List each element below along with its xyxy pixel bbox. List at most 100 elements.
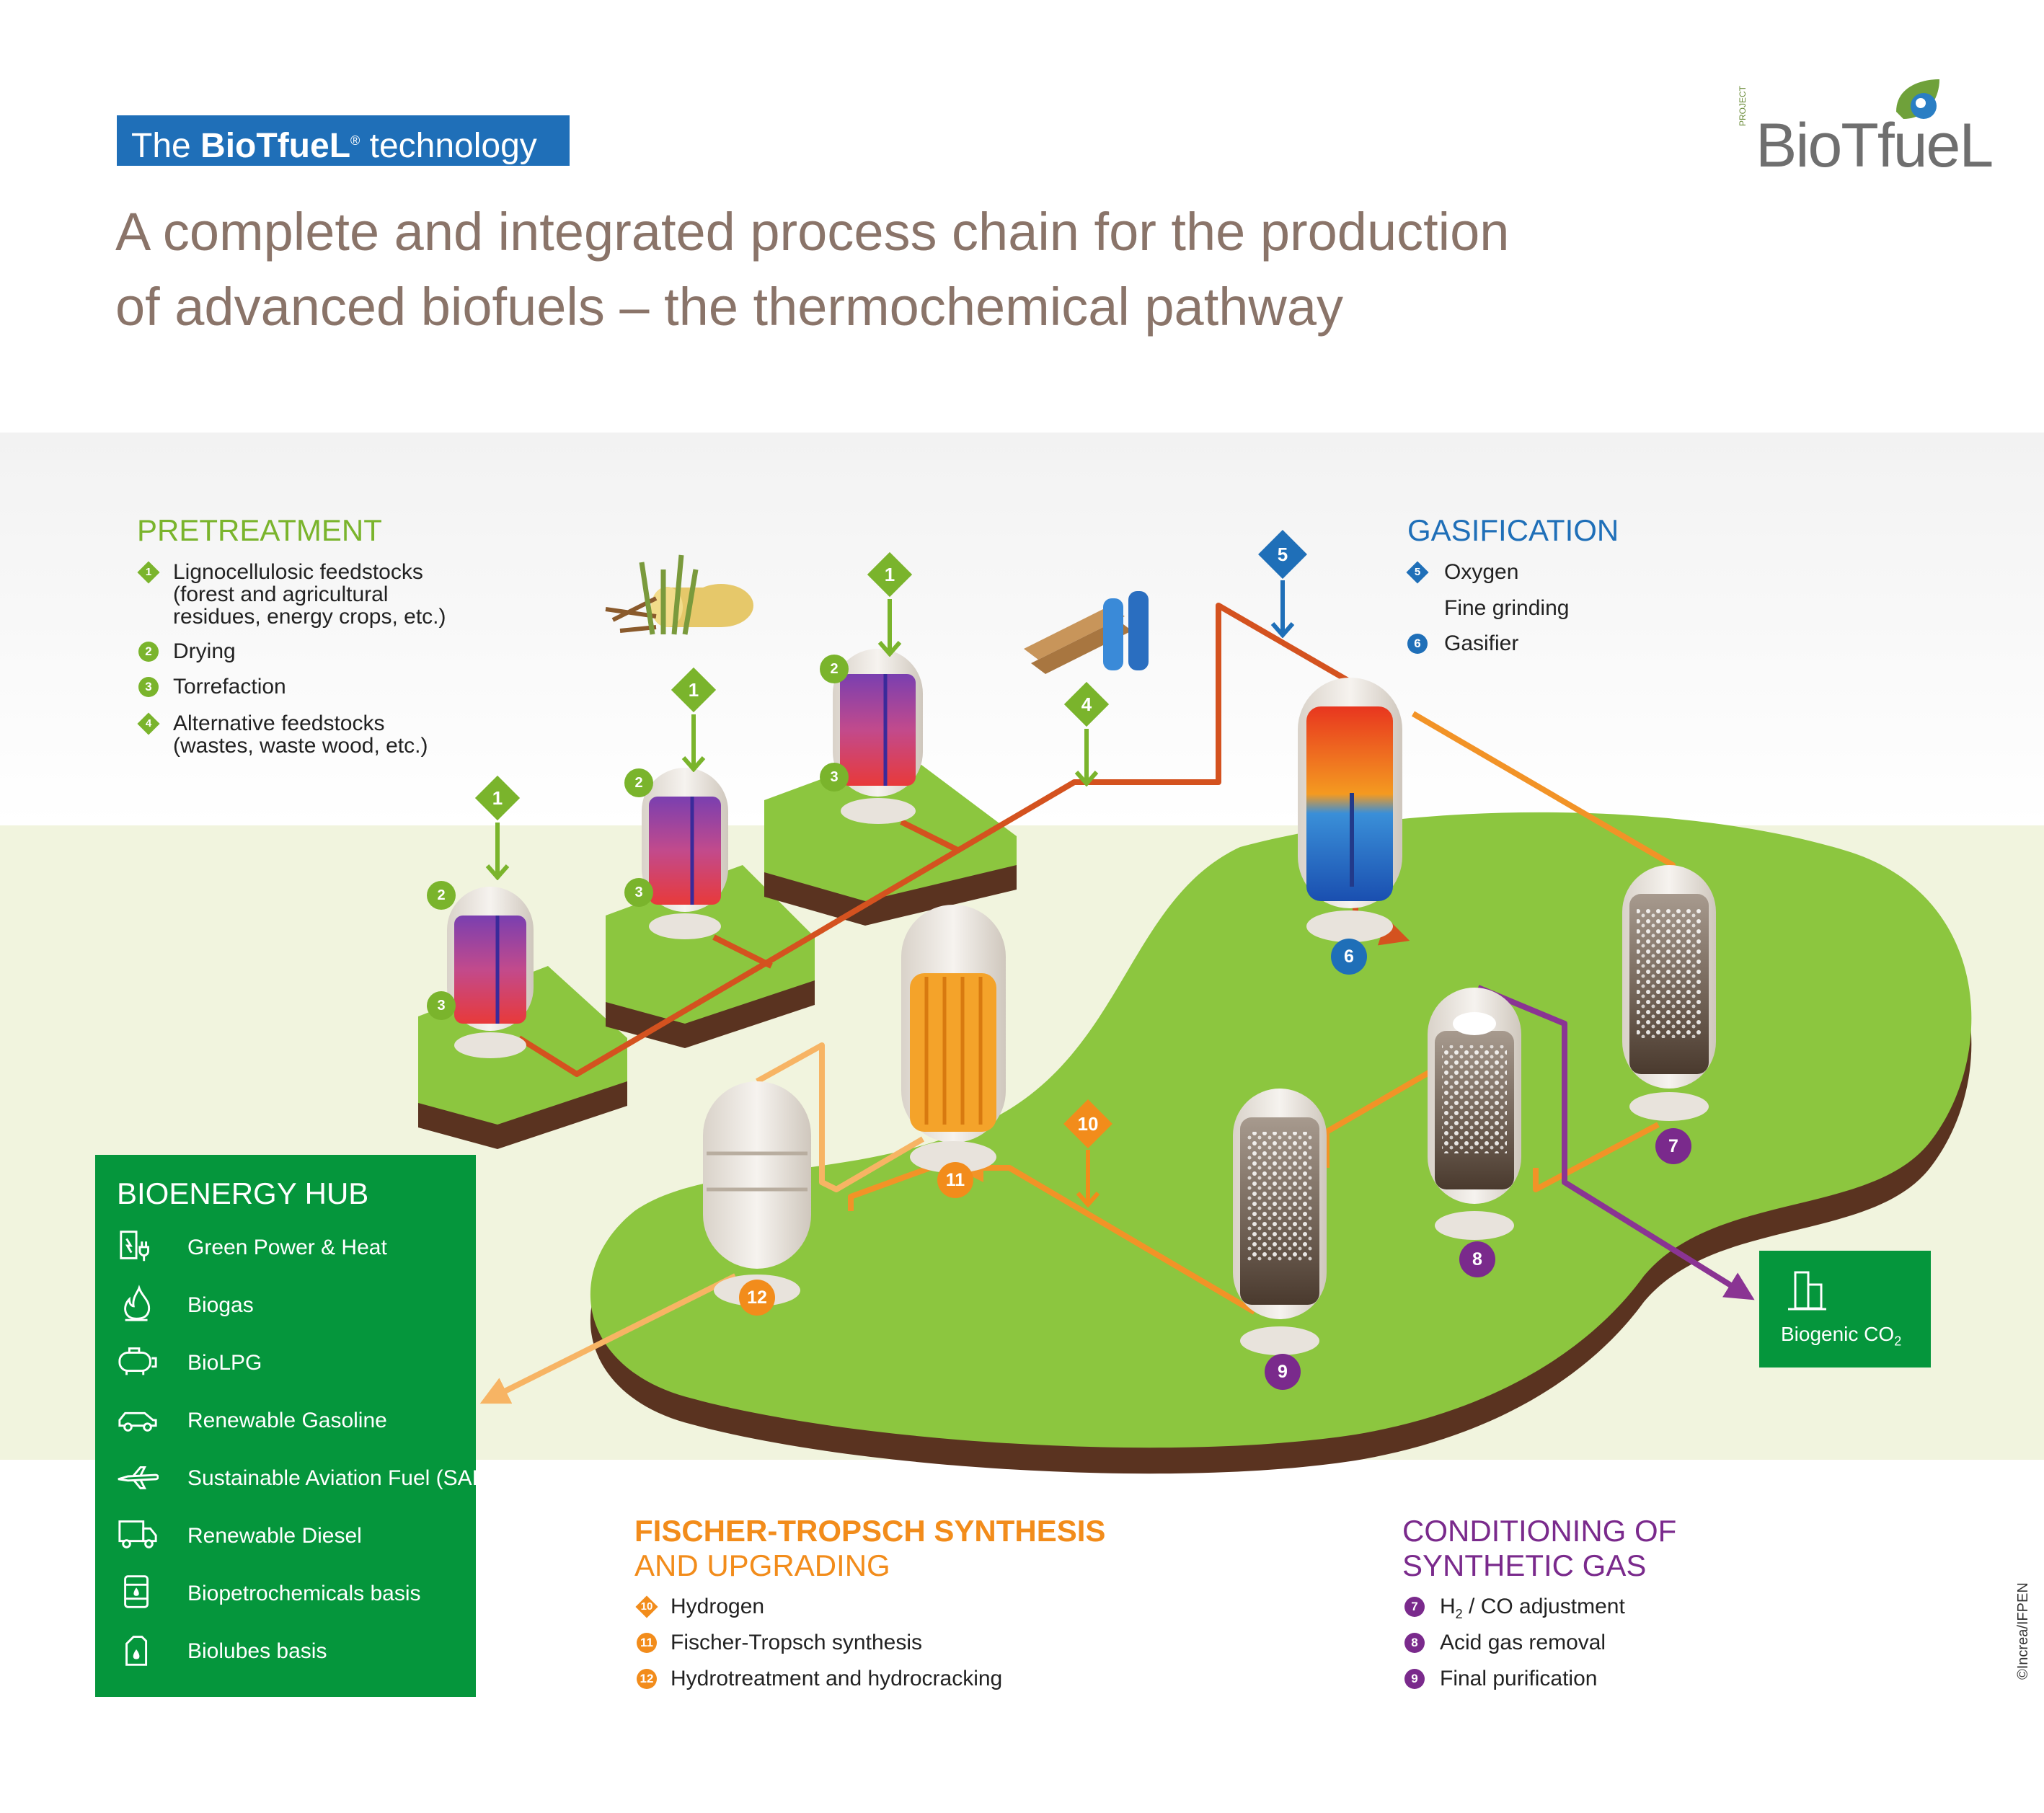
legend-marker-1: 1 (137, 561, 160, 584)
legend-marker-12: 12 (637, 1669, 657, 1689)
diagram-marker-12: 12 (739, 1280, 775, 1316)
diagram-marker-6: 6 (1331, 939, 1367, 975)
gasification-item: Oxygen (1444, 560, 1519, 584)
hub-item-label: Renewable Gasoline (187, 1409, 387, 1432)
conditioning-item: Final purification (1440, 1667, 1597, 1690)
down-arrow-icon (1270, 580, 1295, 638)
ft-title-line-2: AND UPGRADING (634, 1548, 890, 1582)
hub-item-label: Renewable Diesel (187, 1524, 362, 1548)
oil-can-icon (125, 1636, 148, 1666)
fischer-tropsch-title: FISCHER-TROPSCH SYNTHESIS AND UPGRADING (634, 1514, 1105, 1583)
logo-project-label: PROJECT (1738, 85, 1748, 126)
hub-item-label: Biogas (187, 1293, 254, 1317)
co2-label-text: Biogenic CO (1781, 1323, 1895, 1345)
hub-title: BIOENERGY HUB (117, 1176, 369, 1210)
fischer-tropsch-item: Hydrotreatment and hydrocracking (671, 1667, 1003, 1690)
legend-marker-number: 1 (145, 566, 152, 578)
legend-marker-4: 4 (137, 712, 160, 735)
acid-gas-reactor-8 (1428, 988, 1521, 1240)
pretreatment-item-line: Torrefaction (173, 675, 286, 699)
diagram-marker-2: 2 (624, 768, 653, 797)
title-line-2: of advanced biofuels – the thermochemica… (115, 277, 1344, 337)
diagram-marker-2: 2 (820, 655, 849, 683)
gasification-title: GASIFICATION (1407, 513, 1619, 547)
diagram-marker-1: 1 (474, 775, 521, 821)
conditioning-item: Acid gas removal (1440, 1631, 1606, 1654)
down-arrow-icon (1074, 729, 1099, 786)
flame-icon (124, 1285, 151, 1321)
legend-marker-8: 8 (1404, 1633, 1425, 1653)
conditioning-item-text: Acid gas removal (1440, 1631, 1606, 1654)
diagram-marker-2: 2 (427, 881, 456, 910)
hub-item: Biolubes basis (117, 1631, 463, 1674)
diagram-marker-number: 1 (688, 679, 699, 701)
sky-band (0, 433, 2044, 825)
pretreatment-reactor-2 (642, 768, 728, 939)
gasification-item: Fine grinding (1444, 596, 1570, 620)
pretreatment-item-line: (wastes, waste wood, etc.) (173, 734, 428, 758)
diagram-marker-number: 1 (492, 787, 503, 809)
conditioning-title: CONDITIONING OF SYNTHETIC GAS (1402, 1514, 1676, 1583)
legend-marker-6: 6 (1407, 634, 1428, 654)
legend-marker-number: 4 (145, 717, 152, 730)
hub-item: Biopetrochemicals basis (117, 1573, 463, 1616)
diagram-marker-9: 9 (1265, 1354, 1301, 1390)
pretreatment-item: Torrefaction (173, 675, 286, 698)
legend-marker-11: 11 (637, 1633, 657, 1653)
hub-item: Sustainable Aviation Fuel (SAF) (117, 1458, 492, 1501)
diagram-marker-1: 1 (671, 667, 717, 713)
truck-icon (118, 1520, 157, 1548)
hub-item: BioLPG (117, 1342, 463, 1386)
hub-item-label: Sustainable Aviation Fuel (SAF) (187, 1466, 493, 1490)
image-credit: ©Increa/IFPEN (2015, 1582, 2031, 1680)
page-title: A complete and integrated process chain … (115, 195, 1774, 345)
co2-subscript: 2 (1894, 1334, 1902, 1349)
pretreatment-reactor-1 (447, 887, 534, 1058)
hub-item: Renewable Diesel (117, 1515, 463, 1559)
biogenic-co2-box: Biogenic CO2 (1759, 1251, 1931, 1367)
legend-marker-9: 9 (1404, 1669, 1425, 1689)
diagram-marker-3: 3 (820, 763, 849, 792)
purification-reactor-9 (1233, 1089, 1327, 1355)
pretreatment-item-line: Drying (173, 639, 236, 663)
biotfuel-logo: PROJECT BioTfueL (1738, 76, 1997, 191)
hub-item-label: Biopetrochemicals basis (187, 1582, 421, 1605)
legend-marker-7: 7 (1404, 1597, 1425, 1617)
fischer-tropsch-item: Fischer-Tropsch synthesis (671, 1631, 922, 1654)
legend-marker-3: 3 (138, 677, 159, 697)
pretreatment-item-line: residues, energy crops, etc.) (173, 605, 446, 629)
diagram-marker-11: 11 (937, 1162, 973, 1198)
hub-item-label: Green Power & Heat (187, 1236, 387, 1259)
down-arrow-icon (1076, 1150, 1100, 1207)
hub-item-label: BioLPG (187, 1351, 262, 1375)
tag-registered-mark: ® (350, 133, 360, 148)
diagram-marker-7: 7 (1655, 1128, 1691, 1164)
diagram-marker-8: 8 (1459, 1241, 1495, 1277)
fischer-tropsch-reactor (901, 905, 1006, 1173)
down-arrow-icon (681, 714, 706, 772)
diagram-marker-5: 5 (1258, 530, 1307, 579)
conditioning-item-text: Final purification (1440, 1667, 1598, 1690)
pretreatment-reactor-3 (833, 649, 923, 824)
gasification-item: Gasifier (1444, 631, 1519, 655)
hub-item: Green Power & Heat (117, 1227, 463, 1270)
legend-marker-2: 2 (138, 642, 159, 662)
down-arrow-icon (877, 599, 902, 657)
biogenic-co2-label: Biogenic CO2 (1781, 1323, 1901, 1349)
pretreatment-item: Drying (173, 640, 236, 662)
pretreatment-title: PRETREATMENT (137, 513, 382, 547)
diagram-marker-10: 10 (1063, 1099, 1112, 1148)
fischer-tropsch-item: Hydrogen (671, 1595, 765, 1618)
tag-suffix: technology (369, 127, 537, 165)
airplane-icon (118, 1466, 159, 1489)
cond-title-line-2: SYNTHETIC GAS (1402, 1548, 1647, 1582)
pretreatment-item: Lignocellulosic feedstocks(forest and ag… (173, 561, 446, 628)
diagram-marker-3: 3 (427, 991, 456, 1020)
tag-prefix: The (131, 127, 201, 165)
conditioning-item-text: / CO adjustment (1462, 1595, 1625, 1618)
conditioning-item-subscript: 2 (1455, 1607, 1463, 1621)
diagram-marker-number: 5 (1277, 544, 1288, 565)
